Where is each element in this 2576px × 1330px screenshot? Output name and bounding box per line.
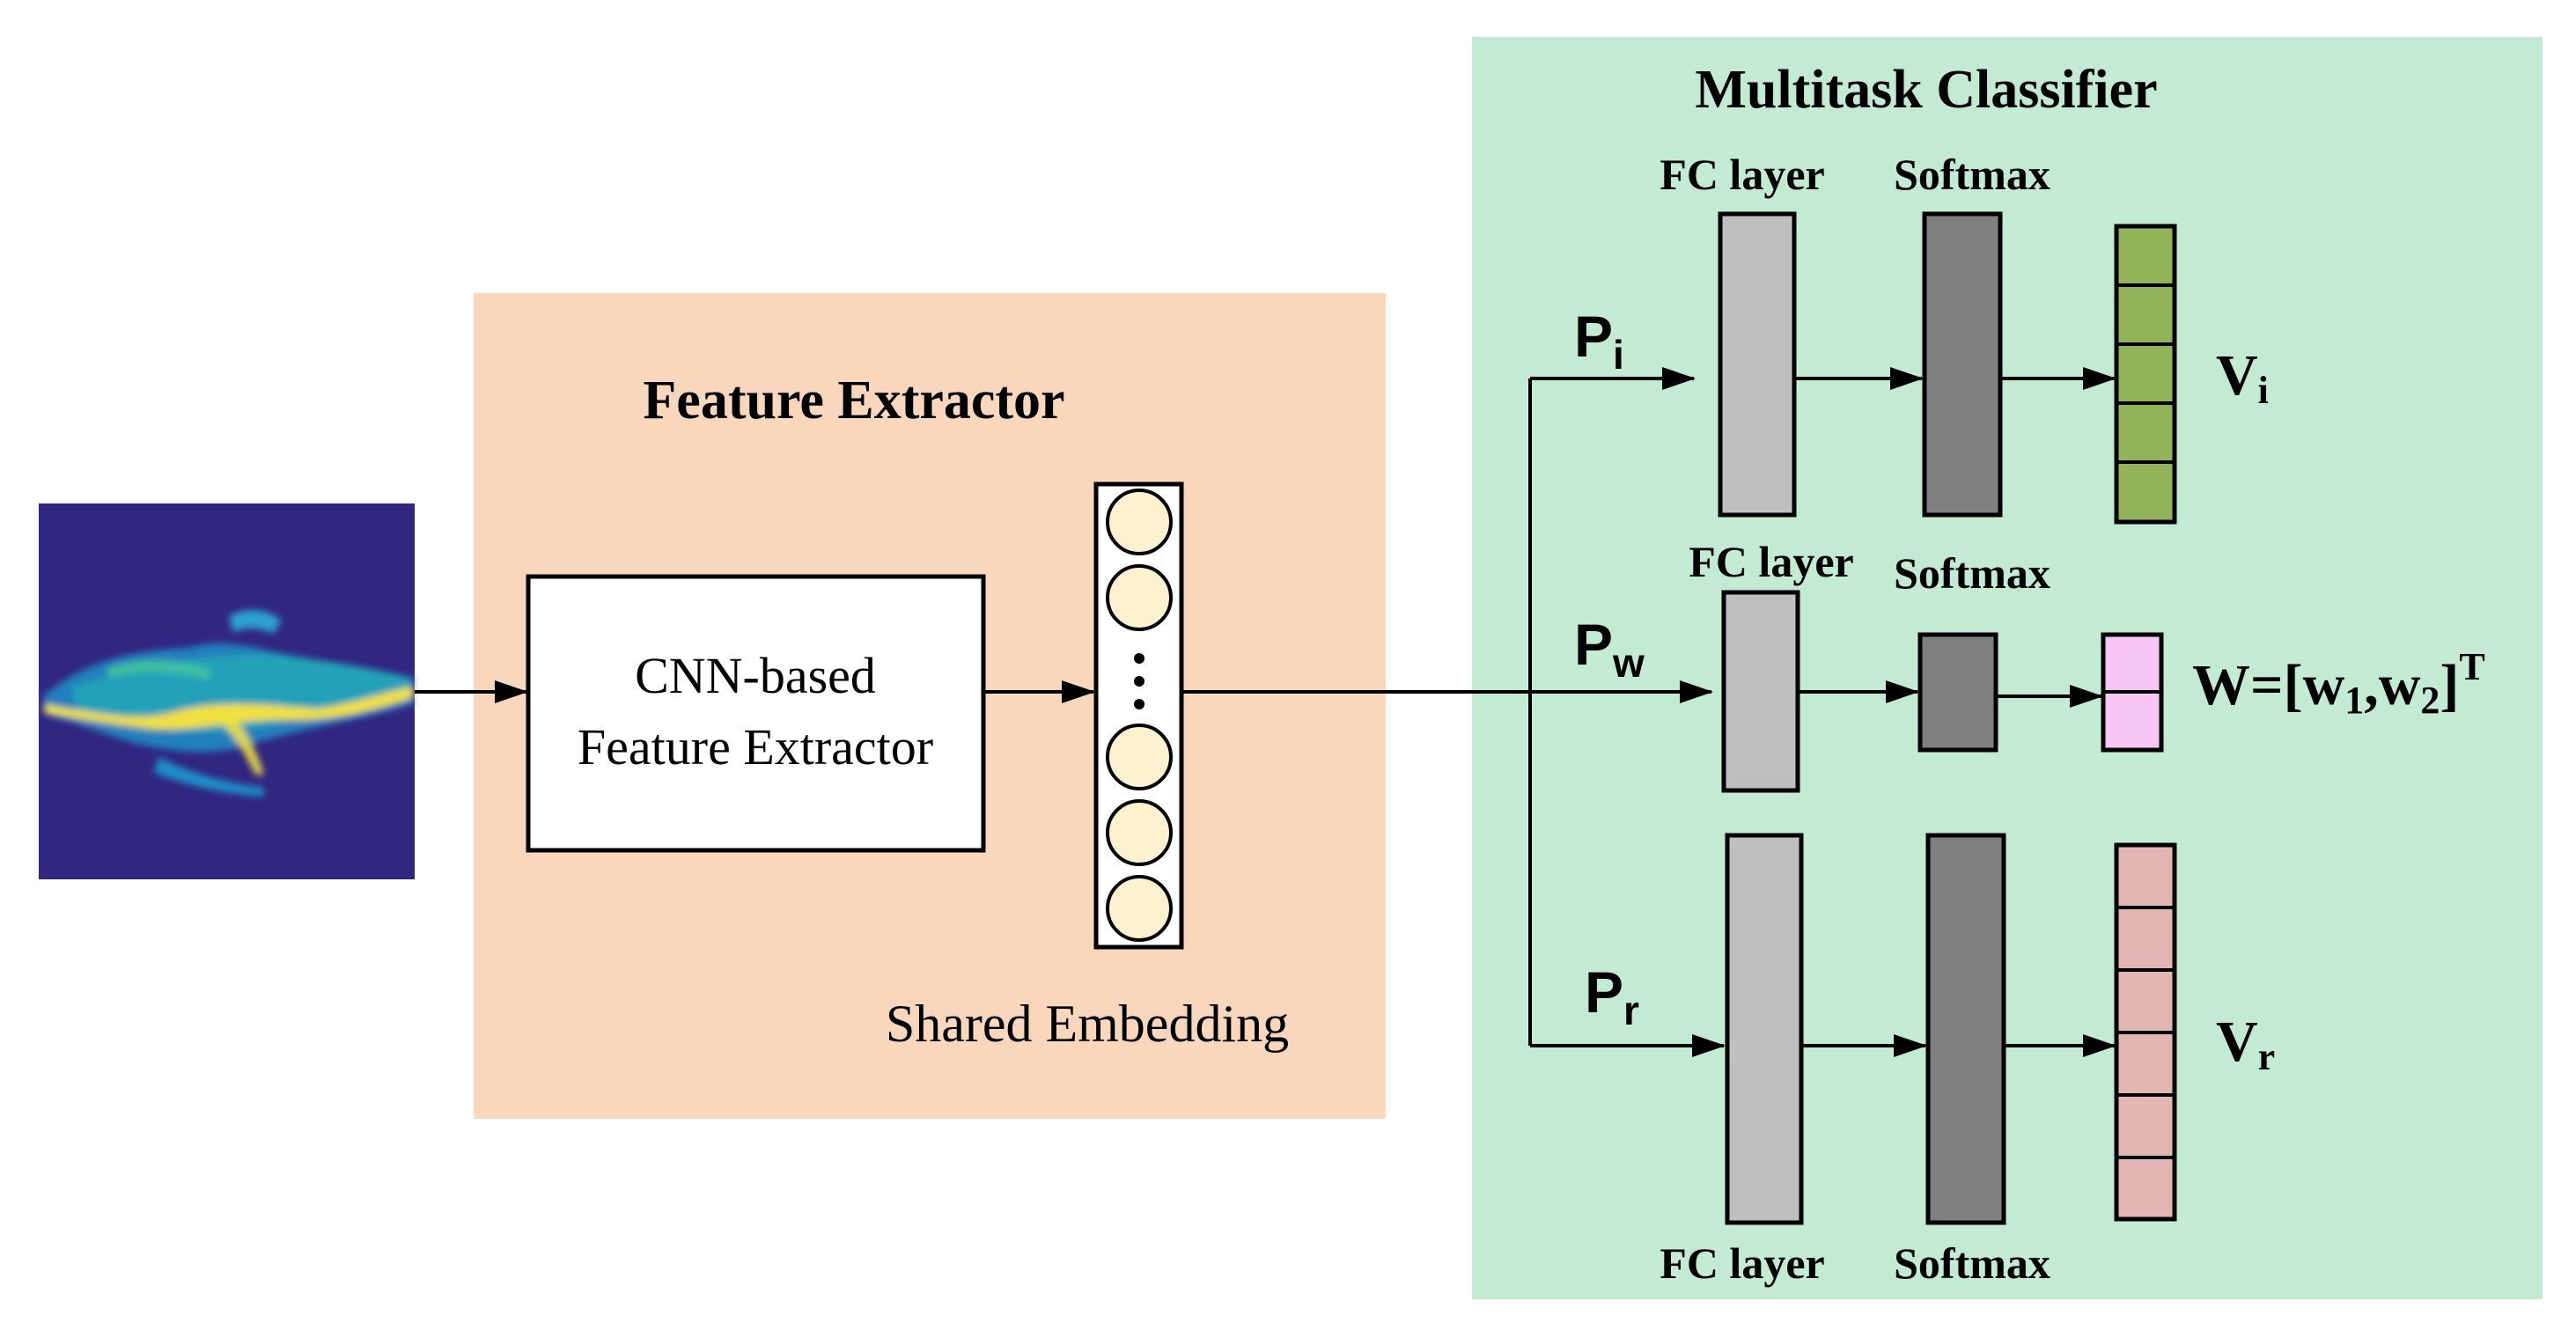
fc-layer-label-middle: FC layer	[1689, 537, 1853, 586]
softmax-label-bottom: Softmax	[1894, 1238, 2050, 1288]
embedding-node	[1106, 724, 1173, 790]
path-label-pi: Pi	[1574, 304, 1624, 378]
fc-layer-middle	[1721, 590, 1800, 793]
output-label-vr: Vr	[2216, 1010, 2275, 1078]
cnn-box-line2: Feature Extractor	[578, 718, 933, 775]
fc-layer-label-bottom: FC layer	[1660, 1238, 1824, 1288]
vertical-ellipsis-icon	[1134, 676, 1144, 687]
softmax-bottom	[1925, 833, 2006, 1225]
output-vector-vr	[2114, 842, 2177, 1222]
embedding-node	[1106, 564, 1173, 631]
multitask-classifier-panel	[1472, 37, 2543, 1299]
path-label-pw: Pw	[1574, 612, 1645, 686]
embedding-node	[1106, 799, 1173, 866]
path-label-pr: Pr	[1585, 959, 1639, 1033]
vertical-ellipsis-icon	[1134, 699, 1144, 709]
softmax-label-middle: Softmax	[1894, 548, 2050, 598]
multitask-classifier-title: Multitask Classifier	[1695, 60, 2157, 120]
fc-layer-bottom	[1725, 833, 1804, 1225]
softmax-label-top: Softmax	[1894, 150, 2050, 199]
output-label-vi: Vi	[2216, 343, 2269, 412]
fc-layer-top	[1718, 211, 1797, 518]
spectrogram-image	[39, 503, 415, 879]
embedding-node	[1106, 489, 1173, 555]
cnn-feature-extractor-box	[526, 574, 986, 853]
softmax-top	[1922, 211, 2003, 518]
cnn-box-line1: CNN-based	[635, 647, 876, 704]
shared-embedding-vector	[1093, 481, 1184, 950]
shared-embedding-label: Shared Embedding	[886, 995, 1289, 1053]
vertical-ellipsis-icon	[1134, 653, 1144, 664]
softmax-middle	[1917, 632, 1998, 753]
output-vector-vi	[2114, 224, 2177, 525]
feature-extractor-title: Feature Extractor	[643, 371, 1064, 430]
output-vector-w	[2101, 632, 2164, 753]
output-label-w: W=[w1,w2]T	[2192, 645, 2485, 722]
embedding-node	[1106, 875, 1173, 942]
fc-layer-label-top: FC layer	[1660, 150, 1824, 199]
